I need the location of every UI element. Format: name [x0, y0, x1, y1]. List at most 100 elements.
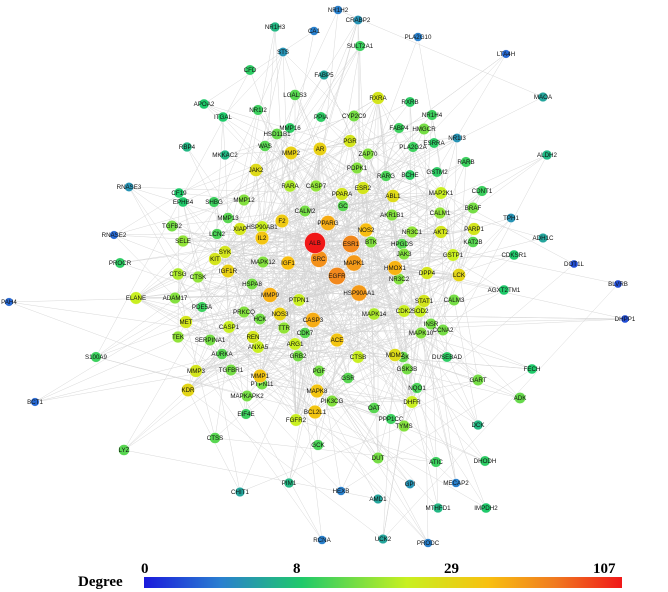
node-circle[interactable]	[254, 313, 266, 325]
node-circle[interactable]	[441, 351, 453, 363]
node-circle[interactable]	[385, 208, 399, 222]
node-circle[interactable]	[378, 534, 388, 544]
node-circle[interactable]	[217, 111, 229, 123]
node-circle[interactable]	[277, 321, 291, 335]
node-circle[interactable]	[204, 334, 216, 346]
node-circle[interactable]	[181, 383, 195, 397]
node-circle[interactable]	[426, 109, 438, 121]
network-node[interactable]: EGFR	[328, 267, 346, 285]
node-circle[interactable]	[404, 169, 416, 181]
node-circle[interactable]	[353, 15, 363, 25]
network-node[interactable]: SULT2A1	[347, 40, 374, 52]
network-node[interactable]: MAOA	[534, 92, 553, 102]
network-node[interactable]: MMP9	[261, 287, 279, 303]
node-circle[interactable]	[361, 147, 375, 161]
network-node[interactable]: NR1H3	[265, 21, 286, 33]
node-circle[interactable]	[417, 294, 431, 308]
node-circle[interactable]	[329, 332, 345, 348]
node-circle[interactable]	[425, 318, 437, 330]
network-node[interactable]: TGFBR1	[219, 364, 244, 376]
node-circle[interactable]	[209, 432, 221, 444]
network-node[interactable]: TTR	[277, 321, 291, 335]
node-circle[interactable]	[498, 284, 510, 296]
network-node[interactable]: PDPK1	[347, 161, 368, 175]
network-node[interactable]: DUT	[372, 452, 385, 464]
network-node[interactable]: JAK3	[397, 247, 412, 261]
node-circle[interactable]	[467, 202, 479, 214]
network-node[interactable]: RXRB	[401, 96, 419, 108]
node-circle[interactable]	[114, 257, 126, 269]
node-circle[interactable]	[356, 181, 370, 195]
network-node[interactable]: GC	[337, 200, 349, 212]
network-node[interactable]: CDK7	[297, 327, 314, 339]
network-node[interactable]: CFD	[244, 64, 257, 76]
node-circle[interactable]	[467, 222, 481, 236]
network-node[interactable]: TGFB2	[162, 220, 183, 232]
network-node[interactable]: CHIT1	[231, 487, 249, 497]
network-node[interactable]: CCNA2	[433, 324, 455, 336]
network-node[interactable]: GSTP1	[443, 248, 464, 262]
node-circle[interactable]	[342, 372, 354, 384]
network-node[interactable]: HSP90AB1	[246, 220, 278, 234]
network-node[interactable]: BTK	[365, 235, 378, 249]
node-circle[interactable]	[336, 486, 346, 496]
network-node[interactable]: OAT	[368, 402, 380, 414]
network-node[interactable]: CTSK	[190, 270, 207, 284]
network-node[interactable]: MTHFD1	[425, 502, 451, 514]
network-node[interactable]: RARB	[457, 156, 475, 168]
node-circle[interactable]	[309, 383, 325, 399]
node-circle[interactable]	[246, 330, 260, 344]
node-circle[interactable]	[613, 279, 623, 289]
node-circle[interactable]	[124, 182, 134, 192]
network-node[interactable]: DPP4	[419, 266, 436, 280]
node-circle[interactable]	[538, 233, 548, 243]
network-node[interactable]: PGR	[343, 134, 357, 148]
network-node[interactable]: MDM2	[386, 348, 405, 362]
network-node[interactable]: ELANE	[126, 291, 146, 305]
node-circle[interactable]	[237, 193, 251, 207]
network-node[interactable]: MMP13	[217, 212, 239, 224]
node-circle[interactable]	[284, 122, 296, 134]
network-node[interactable]: PROCR	[109, 257, 132, 269]
network-node[interactable]: EPHB4	[173, 196, 194, 208]
network-node[interactable]: MAP2K1	[429, 186, 454, 200]
node-circle[interactable]	[109, 230, 119, 240]
node-circle[interactable]	[387, 260, 403, 276]
network-node[interactable]: DHFR	[403, 395, 421, 409]
network-node[interactable]: MECAP2	[443, 478, 469, 488]
node-circle[interactable]	[434, 186, 448, 200]
network-node[interactable]: MAPKAPK2	[230, 390, 264, 402]
network-node[interactable]: ARG1	[287, 337, 304, 351]
network-node[interactable]: PRKCQ	[233, 305, 255, 319]
node-circle[interactable]	[343, 134, 357, 148]
node-circle[interactable]	[333, 5, 343, 15]
node-circle[interactable]	[467, 236, 479, 248]
node-circle[interactable]	[284, 146, 298, 160]
node-circle[interactable]	[319, 70, 329, 80]
network-node[interactable]: CF19	[171, 187, 187, 199]
node-circle[interactable]	[262, 287, 278, 303]
network-node[interactable]: PARP1	[464, 222, 484, 236]
network-node[interactable]: ITGAL	[214, 111, 232, 123]
node-circle[interactable]	[446, 248, 460, 262]
network-node[interactable]: TEK	[171, 330, 185, 344]
node-circle[interactable]	[350, 161, 364, 175]
network-node[interactable]: ESR1	[342, 235, 360, 253]
network-node[interactable]: GSTM2	[426, 166, 448, 178]
network-node[interactable]: ESRRA	[423, 137, 446, 149]
network-node[interactable]: APOA2	[194, 98, 215, 110]
node-circle[interactable]	[432, 502, 444, 514]
node-circle[interactable]	[312, 439, 324, 451]
network-node[interactable]: BCL2L1	[304, 404, 327, 420]
node-circle[interactable]	[235, 487, 245, 497]
network-node[interactable]: FGFR2	[286, 413, 307, 427]
network-node[interactable]: GRB2	[290, 350, 307, 362]
node-circle[interactable]	[129, 291, 143, 305]
node-circle[interactable]	[289, 89, 301, 101]
network-node[interactable]: PIK3CG	[321, 394, 344, 408]
node-circle[interactable]	[218, 245, 232, 259]
network-node[interactable]: ACE	[329, 332, 345, 348]
node-circle[interactable]	[216, 348, 228, 360]
node-circle[interactable]	[418, 123, 430, 135]
node-circle[interactable]	[241, 390, 253, 402]
